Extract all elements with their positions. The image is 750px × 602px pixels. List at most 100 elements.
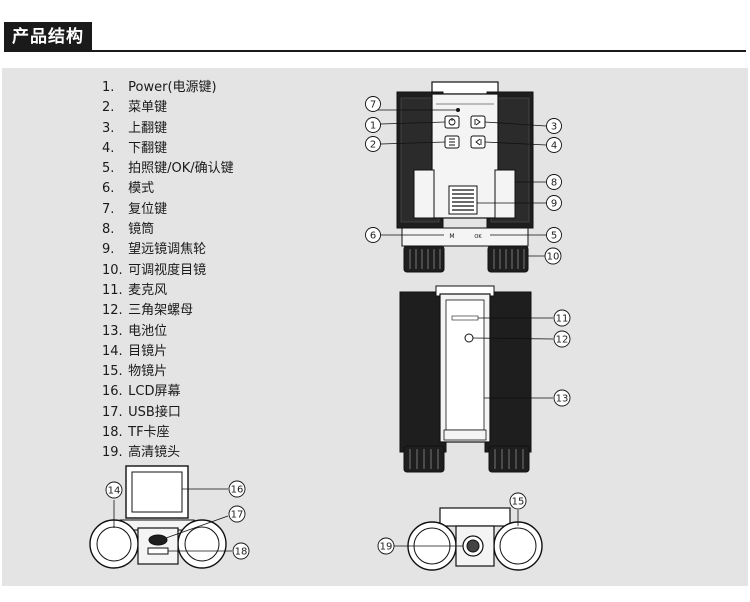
part-number: 5. (102, 161, 115, 177)
callout-1: 1 (365, 117, 381, 133)
svg-text:10: 10 (547, 252, 560, 263)
part-label: 目镜片 (128, 343, 168, 359)
svg-text:5: 5 (551, 231, 557, 242)
callout-11: 11 (553, 309, 571, 327)
part-label: 拍照键/OK/确认键 (128, 161, 234, 177)
part-label: 可调视度目镜 (128, 262, 207, 278)
part-label: Power(电源键) (128, 80, 217, 95)
down-button (470, 135, 486, 149)
power-button (444, 115, 460, 129)
part-label: 电池位 (128, 323, 168, 339)
svg-text:4: 4 (551, 141, 557, 152)
part-item: 13. 电池位 (102, 322, 234, 342)
part-item: 6. 模式 (102, 179, 234, 199)
callout-19: 19 (377, 537, 395, 555)
svg-text:13: 13 (556, 394, 569, 405)
callout-7: 7 (365, 96, 381, 112)
callout-15: 15 (509, 492, 527, 510)
part-number: 1. (102, 80, 115, 95)
callout-4: 4 (546, 137, 562, 153)
part-number: 2. (102, 100, 115, 116)
part-item: 7. 复位键 (102, 200, 234, 220)
part-label: 菜单键 (128, 100, 168, 116)
part-number: 12. (102, 303, 123, 319)
callout-8: 8 (546, 174, 562, 190)
up-button (470, 115, 486, 129)
callout-6: 6 (365, 227, 381, 243)
svg-text:16: 16 (231, 485, 244, 496)
down-icon (475, 138, 482, 146)
tf-card-slot (147, 547, 169, 555)
part-label: 高清镜头 (128, 445, 181, 461)
callout-markers: 1 2 3 4 5 6 7 8 9 10 11 12 13 14 15 16 1… (105, 96, 571, 560)
svg-text:6: 6 (370, 231, 376, 242)
callout-14: 14 (105, 481, 123, 499)
section-title: 产品结构 (4, 22, 92, 52)
part-number: 18. (102, 425, 123, 441)
part-number: 9. (102, 242, 115, 258)
part-number: 3. (102, 120, 115, 136)
part-label: 下翻键 (128, 140, 168, 156)
part-number: 14. (102, 343, 123, 359)
part-number: 16. (102, 384, 123, 400)
part-number: 8. (102, 222, 115, 238)
svg-text:1: 1 (370, 121, 376, 132)
svg-text:3: 3 (551, 122, 557, 133)
part-number: 17. (102, 404, 123, 420)
part-label: 物镜片 (128, 364, 168, 380)
part-number: 11. (102, 282, 123, 298)
part-label: TF卡座 (128, 425, 170, 441)
callout-10: 10 (544, 247, 562, 265)
part-item: 19. 高清镜头 (102, 443, 234, 463)
part-label: USB接口 (128, 404, 181, 420)
parts-list: 1. Power(电源键) 2. 菜单键 3. 上翻键 4. 下翻键 5. 拍照… (102, 78, 234, 464)
part-item: 17. USB接口 (102, 403, 234, 423)
part-number: 6. (102, 181, 115, 197)
callout-5: 5 (546, 227, 562, 243)
binocular-lens-view (407, 507, 543, 571)
lcd-screen (131, 471, 183, 513)
callout-18: 18 (232, 542, 250, 560)
battery-compartment (445, 299, 485, 431)
reset-hole (456, 108, 460, 112)
svg-text:7: 7 (370, 100, 376, 111)
svg-text:18: 18 (235, 547, 248, 558)
part-label: 望远镜调焦轮 (128, 242, 207, 258)
callout-3: 3 (546, 118, 562, 134)
svg-text:2: 2 (370, 140, 376, 151)
part-item: 3. 上翻键 (102, 119, 234, 139)
part-item: 11. 麦克风 (102, 281, 234, 301)
part-number: 10. (102, 262, 123, 278)
up-icon (474, 118, 481, 126)
binocular-back-view (399, 285, 532, 473)
part-item: 9. 望远镜调焦轮 (102, 240, 234, 260)
part-item: 5. 拍照键/OK/确认键 (102, 159, 234, 179)
svg-text:9: 9 (551, 199, 557, 210)
callout-17: 17 (228, 505, 246, 523)
title-divider (4, 50, 746, 52)
part-number: 4. (102, 140, 115, 156)
usb-port (148, 534, 168, 546)
part-label: 镜筒 (128, 222, 155, 238)
part-label: 三角架螺母 (128, 303, 194, 319)
part-item: 4. 下翻键 (102, 139, 234, 159)
callout-16: 16 (228, 480, 246, 498)
part-item: 8. 镜筒 (102, 220, 234, 240)
svg-text:11: 11 (556, 314, 569, 325)
tripod-nut (464, 333, 474, 343)
part-number: 13. (102, 323, 123, 339)
part-item: 2. 菜单键 (102, 98, 234, 118)
svg-text:12: 12 (556, 335, 569, 346)
ok-button-label: OK (474, 234, 482, 240)
menu-icon (449, 138, 455, 146)
svg-text:17: 17 (231, 510, 244, 521)
binocular-front-view (396, 81, 534, 273)
binocular-lcd-view (89, 465, 227, 569)
part-item: 12. 三角架螺母 (102, 301, 234, 321)
part-item: 14. 目镜片 (102, 342, 234, 362)
callout-2: 2 (365, 136, 381, 152)
svg-text:15: 15 (512, 497, 525, 508)
svg-text:8: 8 (551, 178, 557, 189)
svg-text:19: 19 (380, 542, 393, 553)
leader-lines (113, 109, 554, 552)
